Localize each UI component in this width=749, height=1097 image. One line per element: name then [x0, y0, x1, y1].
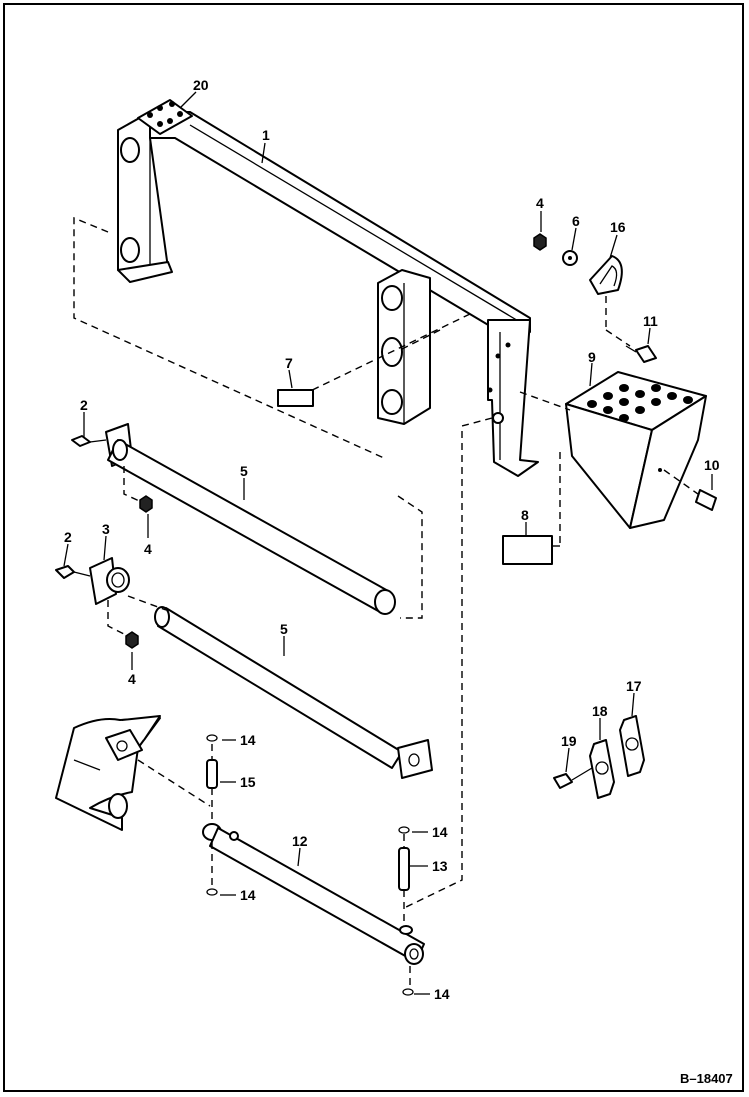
- center-assembly-line: [403, 417, 493, 909]
- callout-9: 9: [588, 349, 596, 365]
- decal-part-8: [502, 535, 553, 565]
- callout-4-mid: 4: [144, 541, 152, 557]
- callout-6: 6: [572, 213, 580, 229]
- callout-8: 8: [521, 507, 529, 523]
- upper-pivot-tube-part-5: [71, 423, 396, 615]
- callout-14-d: 14: [434, 986, 450, 1002]
- callout-14-c: 14: [432, 824, 448, 840]
- callout-2-lower: 2: [64, 529, 72, 545]
- callout-7: 7: [285, 355, 293, 371]
- callout-20: 20: [193, 77, 209, 93]
- callout-4-top: 4: [536, 195, 544, 211]
- figure-reference-code: B–18407: [680, 1071, 733, 1086]
- callout-5: 5: [240, 463, 248, 479]
- callout-19: 19: [561, 733, 577, 749]
- callout-14-b: 14: [240, 887, 256, 903]
- lower-pivot-tube-group: [55, 557, 433, 779]
- clamp-hardware-group: [553, 715, 645, 799]
- callout-12: 12: [292, 833, 308, 849]
- callout-3: 3: [102, 521, 110, 537]
- counterweight-cover-part-9: [565, 371, 707, 529]
- callout-2-upper: 2: [80, 397, 88, 413]
- callout-13: 13: [432, 858, 448, 874]
- callout-15: 15: [240, 774, 256, 790]
- callout-5-lower: 5: [280, 621, 288, 637]
- handle-hardware-group: [533, 233, 657, 363]
- callout-16: 16: [610, 219, 626, 235]
- callout-1: 1: [262, 127, 270, 143]
- callout-4-lower: 4: [128, 671, 136, 687]
- machine-mount-fragment: [55, 715, 161, 831]
- callout-14-a: 14: [240, 732, 256, 748]
- callout-11: 11: [643, 313, 658, 329]
- label-7-leader-dashed: [303, 313, 471, 395]
- decal-part-7: [277, 389, 314, 407]
- nut-part-4-upper: [139, 495, 153, 513]
- callout-17: 17: [626, 678, 642, 694]
- bolt-part-10: [695, 489, 717, 511]
- diagram-frame: [3, 3, 744, 1092]
- callout-labels: 20 1 4 6 16 11 7 9 2 5 10 4 8 2 3 5 4 17…: [64, 77, 720, 1002]
- callout-18: 18: [592, 703, 608, 719]
- pin-part-13-group: [398, 826, 414, 996]
- frame-assembly-outline: [73, 216, 385, 459]
- callout-leaders: [63, 91, 713, 995]
- lift-link-part-12: [202, 734, 425, 965]
- callout-10: 10: [704, 457, 720, 473]
- main-frame-part: [117, 99, 539, 477]
- nut-part-4-lower: [125, 631, 139, 649]
